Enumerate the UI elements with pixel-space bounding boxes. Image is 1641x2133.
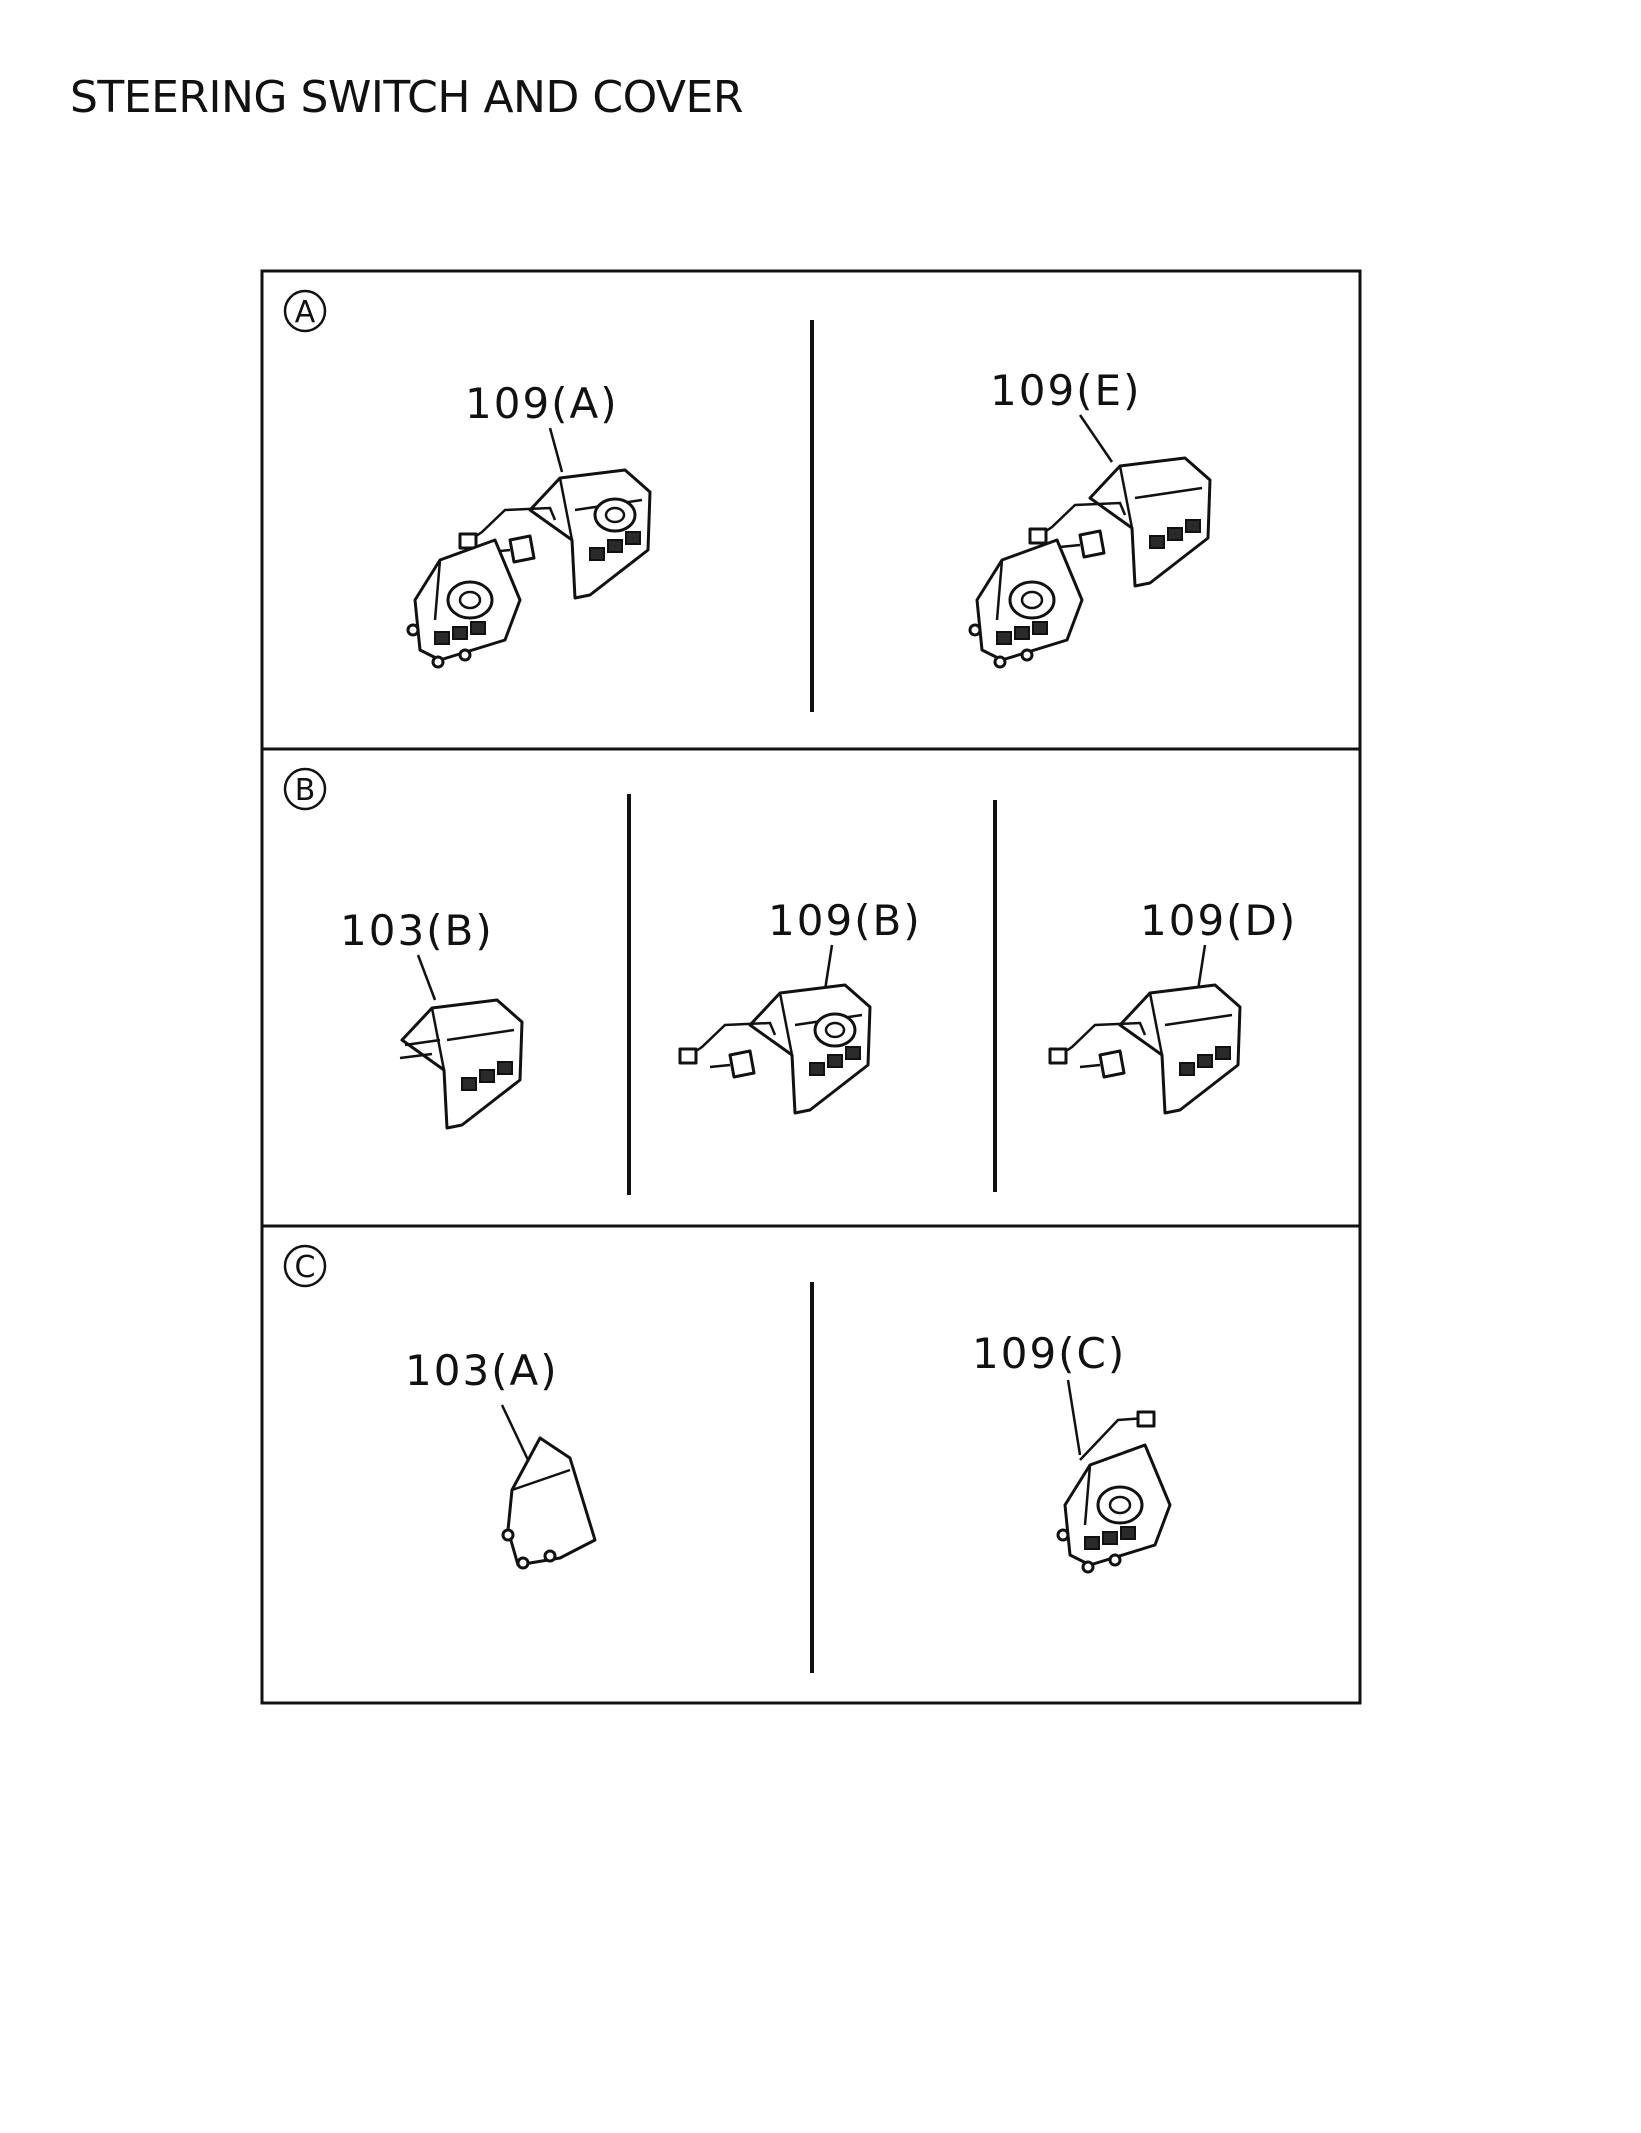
- svg-text:109(E): 109(E): [990, 366, 1141, 415]
- svg-text:B: B: [295, 773, 316, 808]
- part-109b: 109(B): [678, 896, 922, 1115]
- svg-text:A: A: [295, 295, 316, 330]
- part-109a: 109(A): [406, 379, 652, 669]
- part-109e: 109(E): [968, 366, 1212, 669]
- page-title: STEERING SWITCH AND COVER: [70, 72, 743, 123]
- svg-text:109(B): 109(B): [768, 896, 922, 945]
- svg-text:C: C: [295, 1250, 316, 1285]
- part-109c: 109(C): [972, 1329, 1172, 1574]
- svg-text:109(A): 109(A): [465, 379, 619, 428]
- diagram-frame: [260, 269, 1362, 1705]
- section-marker-a: A: [283, 289, 327, 333]
- svg-text:109(C): 109(C): [972, 1329, 1126, 1378]
- part-103b: 103(B): [340, 906, 524, 1130]
- svg-text:103(B): 103(B): [340, 906, 494, 955]
- section-marker-b: B: [283, 767, 327, 811]
- section-marker-c: C: [283, 1244, 327, 1288]
- svg-text:103(A): 103(A): [405, 1346, 559, 1395]
- svg-text:109(D): 109(D): [1140, 896, 1297, 945]
- part-109d: 109(D): [1048, 896, 1297, 1115]
- part-103a: 103(A): [405, 1346, 597, 1570]
